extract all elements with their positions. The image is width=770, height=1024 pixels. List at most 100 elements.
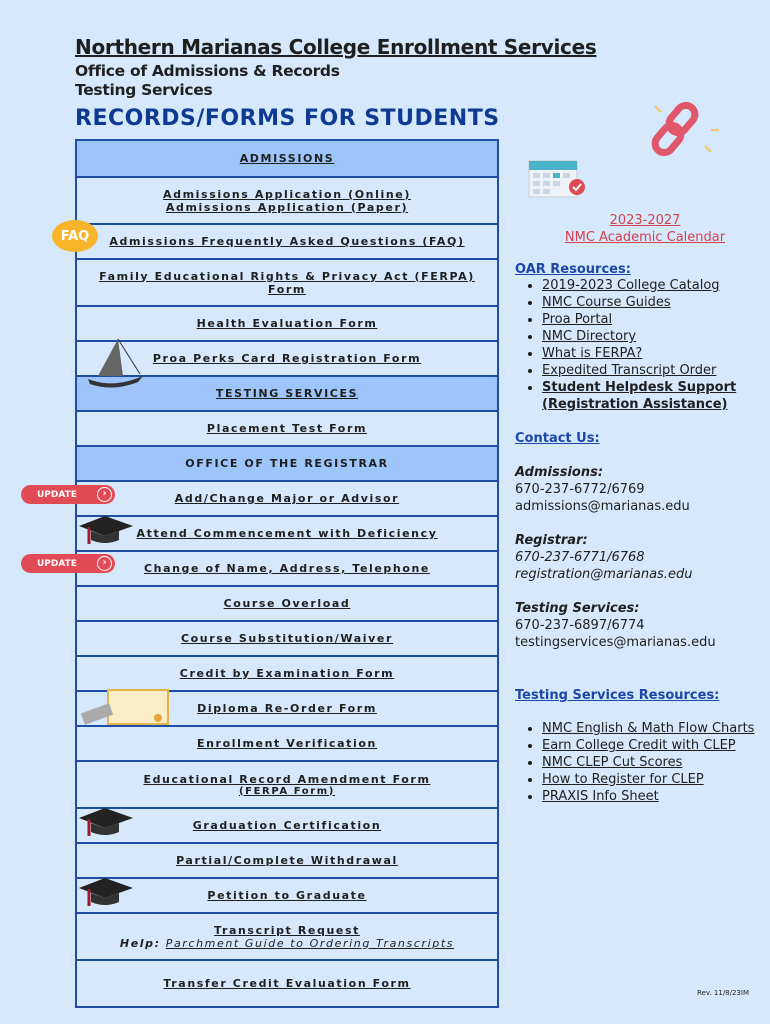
add-change-major-link[interactable]: Add/Change Major or Advisor [174, 492, 400, 505]
diploma-icon [80, 689, 169, 725]
table-row: Graduation Certification [77, 807, 497, 842]
transcript-request-link[interactable]: Transcript Request [214, 923, 360, 937]
nmc-directory-link[interactable]: NMC Directory [542, 329, 637, 344]
graduation-cert-link[interactable]: Graduation Certification [192, 819, 382, 832]
oar-resources-title: OAR Resources: [515, 262, 631, 277]
petition-link[interactable]: Petition to Graduate [207, 889, 367, 902]
transfer-credit-link[interactable]: Transfer Credit Evaluation Form [163, 977, 411, 990]
course-substitution-link[interactable]: Course Substitution/Waiver [180, 632, 394, 645]
ferpa-line1: Family Educational Rights & Privacy Act … [99, 269, 475, 283]
clep-cut-scores-link[interactable]: NMC CLEP Cut Scores [542, 755, 683, 770]
course-overload-link[interactable]: Course Overload [223, 597, 351, 610]
register-clep-link[interactable]: How to Register for CLEP [542, 772, 704, 787]
college-catalog-link[interactable]: 2019-2023 College Catalog [542, 278, 720, 293]
table-row: Petition to Graduate [77, 877, 497, 912]
admissions-email[interactable]: admissions@marianas.edu [515, 499, 690, 514]
section-header-testing: TESTING SERVICES [77, 375, 497, 410]
edu-record-ferpa-link[interactable]: (FERPA Form) [239, 785, 335, 797]
course-guides-link[interactable]: NMC Course Guides [542, 295, 671, 310]
change-name-link[interactable]: Change of Name, Address, Telephone [144, 562, 430, 575]
table-row: Credit by Examination Form [77, 655, 497, 690]
contact-us: Contact Us: Admissions: 670-237-6772/676… [515, 430, 765, 651]
oar-resources: OAR Resources: 2019-2023 College Catalog… [515, 262, 765, 413]
testing-subtitle: Testing Services [75, 81, 213, 99]
sailboat-icon [88, 338, 143, 388]
testing-resources: Testing Services Resources: NMC English … [515, 688, 755, 805]
table-row: Admissions Application (Online)Admission… [77, 176, 497, 223]
withdrawal-link[interactable]: Partial/Complete Withdrawal [176, 854, 398, 867]
chevron-right-icon: › [97, 487, 112, 502]
praxis-info-link[interactable]: PRAXIS Info Sheet [542, 789, 659, 804]
health-form-link[interactable]: Health Evaluation Form [196, 317, 378, 330]
ferpa-line2: Form [268, 282, 306, 296]
help-label: Help: [119, 936, 161, 950]
table-row: Course Overload [77, 585, 497, 620]
edu-record-link[interactable]: Educational Record Amendment Form [143, 772, 431, 786]
testing-header-link[interactable]: TESTING SERVICES [215, 387, 359, 400]
calendar-icon [528, 160, 585, 198]
table-row: Partial/Complete Withdrawal [77, 842, 497, 877]
table-row: Admissions Frequently Asked Questions (F… [77, 223, 497, 258]
admissions-header-link[interactable]: ADMISSIONS [239, 152, 335, 165]
admissions-phone: 670-237-6772/6769 [515, 482, 645, 497]
ferpa-form-link[interactable]: Family Educational Rights & Privacy Act … [99, 270, 475, 296]
admissions-app-online-link[interactable]: Admissions Application (Online) [163, 187, 411, 201]
testing-resources-title: Testing Services Resources: [515, 688, 720, 703]
what-is-ferpa-link[interactable]: What is FERPA? [542, 346, 643, 361]
table-row: Attend Commencement with Deficiency [77, 515, 497, 550]
update-label: UPDATE [37, 489, 77, 500]
admissions-app-paper-link[interactable]: Admissions Application (Paper) [165, 200, 409, 214]
registrar-header: OFFICE OF THE REGISTRAR [185, 457, 389, 470]
registrar-phone: 670-237-6771/6768 [515, 550, 645, 565]
diploma-reorder-link[interactable]: Diploma Re-Order Form [197, 702, 377, 715]
update-label: UPDATE [37, 558, 77, 569]
table-row: Course Substitution/Waiver [77, 620, 497, 655]
contact-us-title: Contact Us: [515, 431, 600, 446]
faq-icon: FAQ [52, 220, 98, 252]
enrollment-verification-link[interactable]: Enrollment Verification [197, 737, 377, 750]
parchment-guide-link[interactable]: Parchment Guide to Ordering Transcripts [165, 936, 455, 950]
page-title: Northern Marianas College Enrollment Ser… [75, 35, 597, 59]
table-row: Placement Test Form [77, 410, 497, 445]
graduation-cap-icon [79, 878, 133, 906]
testing-email[interactable]: testingservices@marianas.edu [515, 635, 716, 650]
office-subtitle: Office of Admissions & Records [75, 62, 340, 80]
table-row: Enrollment Verification [77, 725, 497, 760]
section-header-registrar: OFFICE OF THE REGISTRAR [77, 445, 497, 480]
commencement-link[interactable]: Attend Commencement with Deficiency [136, 527, 438, 540]
link-chain-icon [651, 101, 719, 157]
graduation-cap-icon [79, 808, 133, 836]
table-row: Family Educational Rights & Privacy Act … [77, 258, 497, 305]
update-badge-change-name[interactable]: UPDATE › [21, 554, 115, 573]
expedited-transcript-link[interactable]: Expedited Transcript Order [542, 363, 717, 378]
table-row: Proa Perks Card Registration Form [77, 340, 497, 375]
forms-table: ADMISSIONS Admissions Application (Onlin… [75, 139, 499, 1008]
table-row: Health Evaluation Form [77, 305, 497, 340]
faq-link[interactable]: Admissions Frequently Asked Questions (F… [109, 235, 465, 248]
section-heading: RECORDS/FORMS FOR STUDENTS [75, 106, 500, 131]
proa-portal-link[interactable]: Proa Portal [542, 312, 613, 327]
table-row: Transfer Credit Evaluation Form [77, 959, 497, 1006]
update-badge-add-change[interactable]: UPDATE › [21, 485, 115, 504]
graduation-cap-icon [79, 516, 133, 544]
section-header-admissions: ADMISSIONS [77, 141, 497, 176]
table-row: Educational Record Amendment Form(FERPA … [77, 760, 497, 807]
revision-note: Rev. 11/8/23IM [697, 989, 749, 997]
placement-test-link[interactable]: Placement Test Form [206, 422, 368, 435]
admissions-contact-label: Admissions: [515, 465, 604, 480]
registrar-email[interactable]: registration@marianas.edu [515, 567, 693, 582]
calendar-label: NMC Academic Calendar [564, 230, 726, 245]
credit-exam-link[interactable]: Credit by Examination Form [179, 667, 395, 680]
clep-credit-link[interactable]: Earn College Credit with CLEP [542, 738, 736, 753]
testing-phone: 670-237-6897/6774 [515, 618, 645, 633]
flow-charts-link[interactable]: NMC English & Math Flow Charts [542, 721, 755, 736]
table-row: Add/Change Major or Advisor [77, 480, 497, 515]
proa-perks-link[interactable]: Proa Perks Card Registration Form [152, 352, 422, 365]
helpdesk-support-link[interactable]: Student Helpdesk Support (Registration A… [542, 380, 737, 412]
testing-contact-label: Testing Services: [515, 601, 640, 616]
calendar-years: 2023-2027 [609, 213, 681, 228]
chevron-right-icon: › [97, 556, 112, 571]
table-row: Diploma Re-Order Form [77, 690, 497, 725]
